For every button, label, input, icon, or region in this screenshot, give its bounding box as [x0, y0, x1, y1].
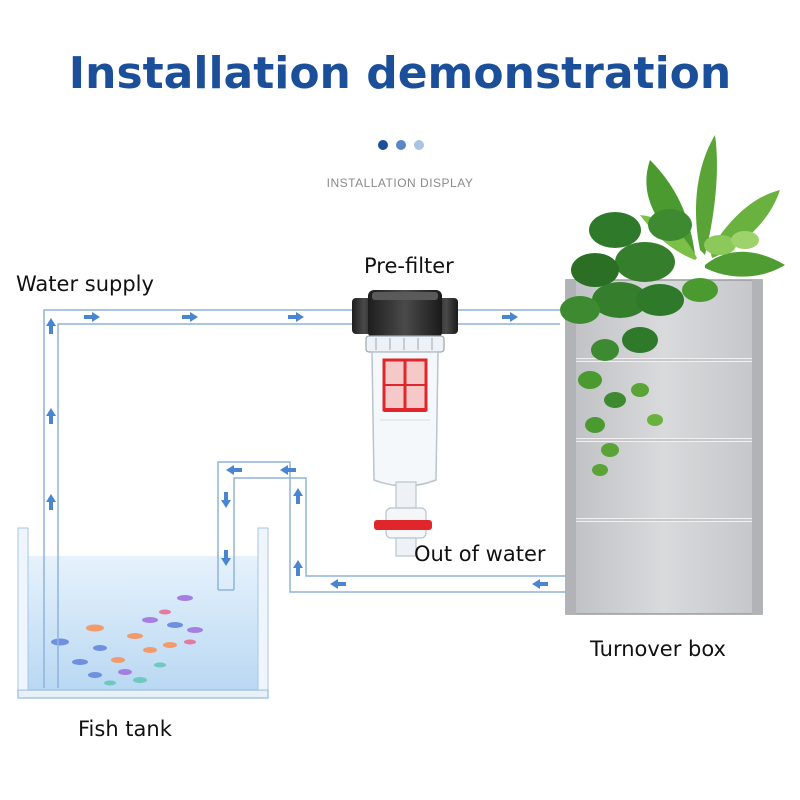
water-supply-label: Water supply	[16, 272, 154, 296]
pre-filter-label: Pre-filter	[364, 254, 454, 278]
arrow-icon	[293, 560, 303, 576]
turnover-box-label: Turnover box	[590, 637, 726, 661]
out-of-water-label: Out of water	[414, 542, 546, 566]
plant-icon	[560, 135, 785, 476]
arrow-icon	[182, 312, 198, 322]
dot-mid-icon	[396, 140, 406, 150]
arrow-icon	[84, 312, 100, 322]
dot-light-icon	[414, 140, 424, 150]
pagination-dots	[378, 140, 424, 150]
section-subtitle: INSTALLATION DISPLAY	[326, 176, 474, 190]
fish-icon	[51, 595, 203, 686]
arrow-icon	[532, 579, 548, 589]
arrow-icon	[280, 465, 296, 475]
arrow-icon	[221, 550, 231, 566]
fish-tank	[17, 527, 269, 699]
arrow-icon	[46, 494, 56, 510]
fish-tank-label: Fish tank	[78, 717, 172, 741]
arrow-icon	[330, 579, 346, 589]
arrow-icon	[46, 408, 56, 424]
pre-filter	[352, 290, 458, 557]
arrow-icon	[288, 312, 304, 322]
turnover-box	[565, 279, 763, 615]
flow-arrows	[46, 312, 548, 589]
arrow-icon	[46, 318, 56, 334]
arrow-icon	[293, 488, 303, 504]
arrow-icon	[502, 312, 518, 322]
arrow-icon	[226, 465, 242, 475]
dot-dark-icon	[378, 140, 388, 150]
arrow-icon	[221, 492, 231, 508]
page-title: Installation demonstration	[68, 48, 732, 99]
